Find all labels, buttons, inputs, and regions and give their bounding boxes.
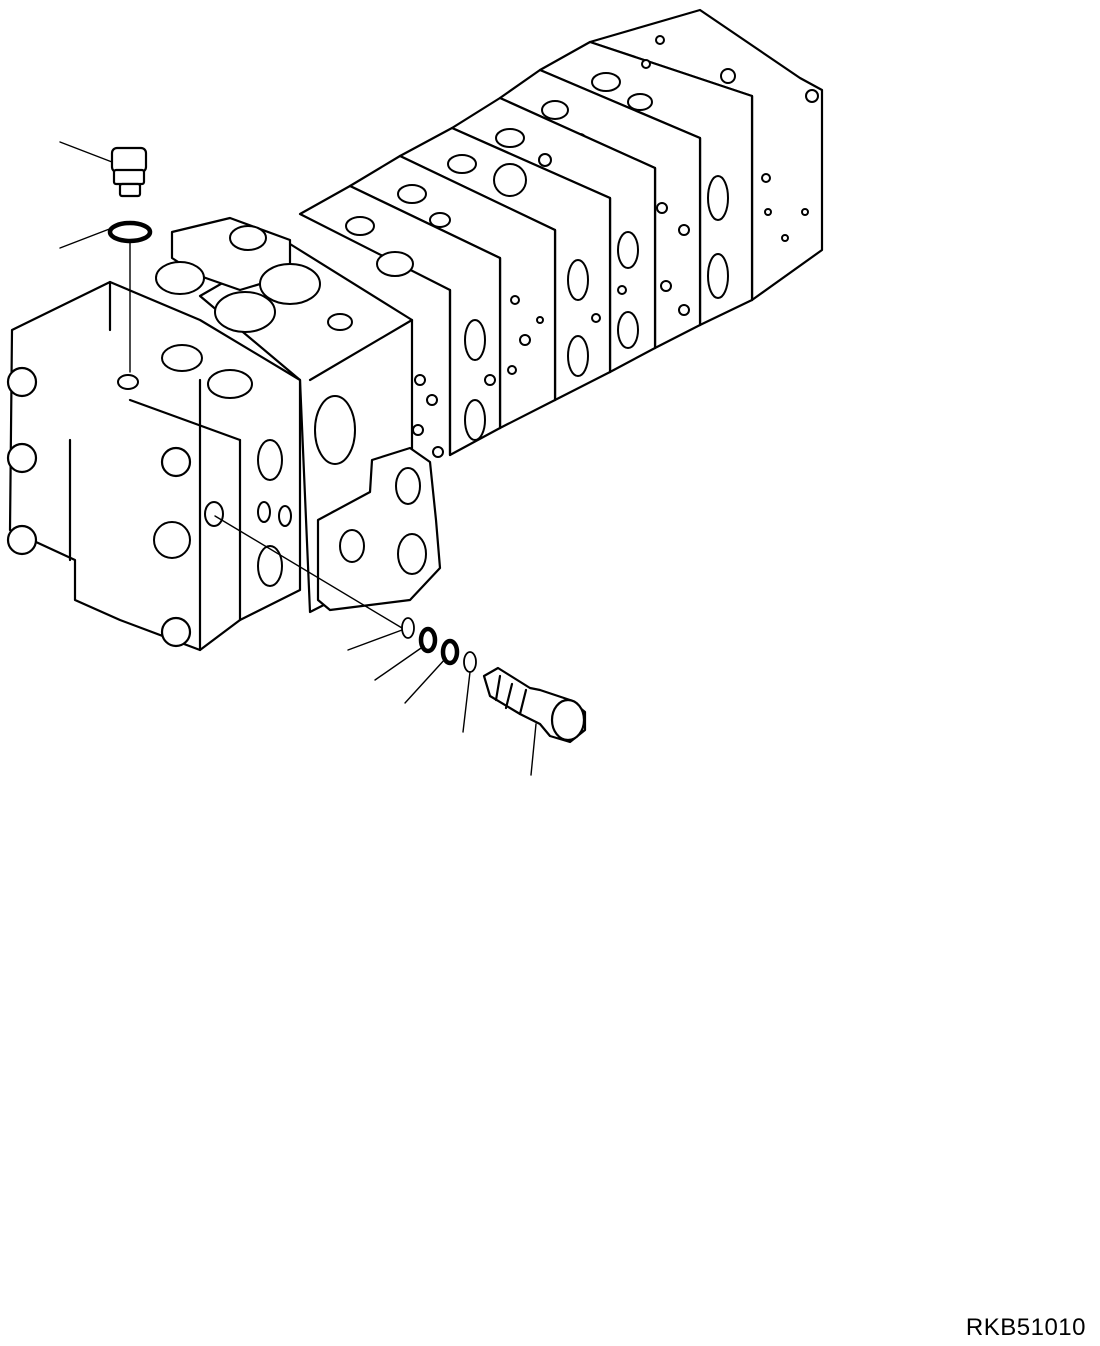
o-ring-icon	[107, 220, 153, 244]
leader-lines	[59, 141, 537, 776]
plug-icon	[110, 146, 148, 198]
backup-ring-icon	[418, 626, 438, 654]
o-ring-icon	[463, 651, 477, 673]
plug-icon	[482, 666, 587, 744]
backup-ring-icon	[440, 638, 460, 666]
control-valve-assembly	[6, 8, 824, 652]
o-ring-icon	[401, 617, 415, 639]
bolt-icon	[6, 366, 192, 648]
drawing-code: RKB51010	[965, 1314, 1086, 1341]
